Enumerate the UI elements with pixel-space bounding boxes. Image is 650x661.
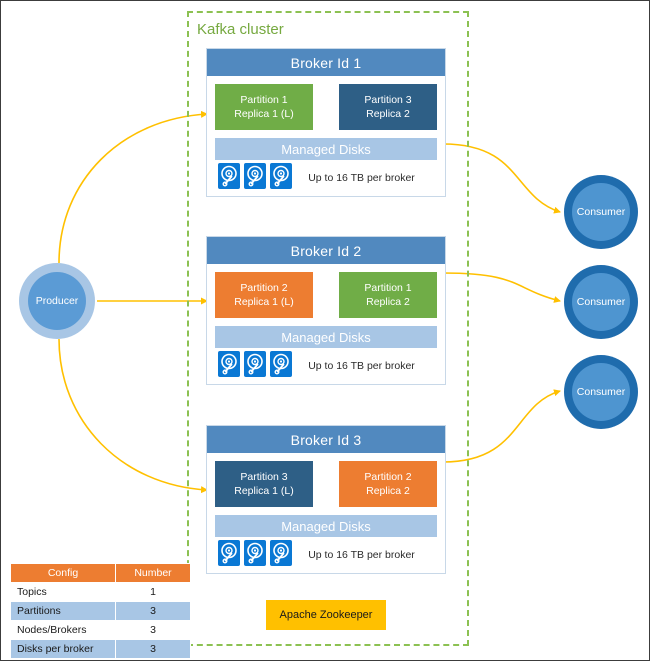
config-row-label: Nodes/Brokers bbox=[10, 620, 116, 640]
config-row-label: Disks per broker bbox=[10, 639, 116, 659]
partition-replica-2-2: Replica 2 bbox=[366, 296, 410, 308]
consumer-label-2: Consumer bbox=[572, 273, 630, 331]
broker-partitions-row-3: Partition 3 Replica 1 (L) Partition 2 Repli… bbox=[207, 453, 445, 515]
hard-disk-icon-glyph bbox=[218, 162, 240, 189]
hard-disk-icon bbox=[244, 350, 266, 382]
partition-box-1-1[interactable]: Partition 1 Replica 1 (L) bbox=[215, 84, 313, 130]
apache-zookeeper-node[interactable]: Apache Zookeeper bbox=[266, 600, 386, 630]
partition-replica-1-1: Replica 1 (L) bbox=[234, 108, 294, 120]
partition-box-2-1[interactable]: Partition 2 Replica 1 (L) bbox=[215, 272, 313, 318]
arrow-producer-to-broker1 bbox=[58, 110, 208, 264]
hard-disk-icon bbox=[218, 162, 240, 194]
config-row-value: 1 bbox=[115, 582, 191, 602]
consumer-node-2[interactable]: Consumer bbox=[564, 265, 638, 339]
hard-disk-icon-glyph bbox=[270, 162, 292, 189]
partition-box-3-1[interactable]: Partition 3 Replica 1 (L) bbox=[215, 461, 313, 507]
broker-title-2: Broker Id 2 bbox=[207, 237, 445, 264]
kafka-cluster-boundary bbox=[187, 11, 469, 646]
consumer-label-3: Consumer bbox=[572, 363, 630, 421]
hard-disk-icon bbox=[218, 539, 240, 571]
disk-icon-group-2 bbox=[215, 350, 292, 382]
partition-name-1-1: Partition 1 bbox=[240, 94, 288, 106]
hard-disk-icon-glyph bbox=[270, 539, 292, 566]
managed-disks-header-2: Managed Disks bbox=[215, 326, 437, 348]
disk-icon-group-1 bbox=[215, 162, 292, 194]
hard-disk-icon-glyph bbox=[244, 539, 266, 566]
hard-disk-icon-glyph bbox=[218, 350, 240, 377]
consumer-node-1[interactable]: Consumer bbox=[564, 175, 638, 249]
config-header-config: Config bbox=[10, 563, 116, 583]
hard-disk-icon bbox=[218, 350, 240, 382]
broker-title-3: Broker Id 3 bbox=[207, 426, 445, 453]
config-row-value: 3 bbox=[115, 620, 191, 640]
config-row-value: 3 bbox=[115, 639, 191, 659]
managed-disks-body-2: Up to 16 TB per broker bbox=[215, 348, 437, 384]
managed-disks-body-3: Up to 16 TB per broker bbox=[215, 537, 437, 573]
partition-box-3-2[interactable]: Partition 2 Replica 2 bbox=[339, 461, 437, 507]
partition-name-3-2: Partition 2 bbox=[364, 471, 412, 483]
broker-partitions-row-2: Partition 2 Replica 1 (L) Partition 1 Repli… bbox=[207, 264, 445, 326]
disk-icon-group-3 bbox=[215, 539, 292, 571]
partition-name-2-1: Partition 2 bbox=[240, 282, 288, 294]
partition-replica-1-2: Replica 2 bbox=[366, 108, 410, 120]
hard-disk-icon bbox=[244, 162, 266, 194]
partition-name-2-2: Partition 1 bbox=[364, 282, 412, 294]
hard-disk-icon bbox=[244, 539, 266, 571]
config-row-label: Partitions bbox=[10, 601, 116, 621]
consumer-label-1: Consumer bbox=[572, 183, 630, 241]
partition-replica-3-1: Replica 1 (L) bbox=[234, 485, 294, 497]
producer-node[interactable]: Producer bbox=[19, 263, 95, 339]
partition-replica-3-2: Replica 2 bbox=[366, 485, 410, 497]
hard-disk-icon bbox=[270, 350, 292, 382]
managed-disks-header-3: Managed Disks bbox=[215, 515, 437, 537]
managed-disks-header-1: Managed Disks bbox=[215, 138, 437, 160]
partition-name-3-1: Partition 3 bbox=[240, 471, 288, 483]
config-header-number: Number bbox=[115, 563, 191, 583]
disk-capacity-text-3: Up to 16 TB per broker bbox=[308, 549, 415, 561]
partition-box-2-2[interactable]: Partition 1 Replica 2 bbox=[339, 272, 437, 318]
managed-disks-body-1: Up to 16 TB per broker bbox=[215, 160, 437, 196]
partition-name-1-2: Partition 3 bbox=[364, 94, 412, 106]
arrow-producer-to-broker3 bbox=[58, 338, 208, 494]
config-row-value: 3 bbox=[115, 601, 191, 621]
disk-capacity-text-2: Up to 16 TB per broker bbox=[308, 360, 415, 372]
partition-replica-2-1: Replica 1 (L) bbox=[234, 296, 294, 308]
broker-partitions-row-1: Partition 1 Replica 1 (L) Partition 3 Repli… bbox=[207, 76, 445, 138]
disk-capacity-text-1: Up to 16 TB per broker bbox=[308, 172, 415, 184]
hard-disk-icon-glyph bbox=[244, 162, 266, 189]
hard-disk-icon bbox=[270, 539, 292, 571]
hard-disk-icon-glyph bbox=[244, 350, 266, 377]
kafka-cluster-label: Kafka cluster bbox=[197, 21, 284, 38]
consumer-node-3[interactable]: Consumer bbox=[564, 355, 638, 429]
hard-disk-icon-glyph bbox=[270, 350, 292, 377]
broker-title-1: Broker Id 1 bbox=[207, 49, 445, 76]
hard-disk-icon-glyph bbox=[218, 539, 240, 566]
config-row-label: Topics bbox=[10, 582, 116, 602]
config-table-header-row: Config Number bbox=[10, 563, 191, 583]
hard-disk-icon bbox=[270, 162, 292, 194]
producer-label: Producer bbox=[28, 272, 86, 330]
partition-box-1-2[interactable]: Partition 3 Replica 2 bbox=[339, 84, 437, 130]
